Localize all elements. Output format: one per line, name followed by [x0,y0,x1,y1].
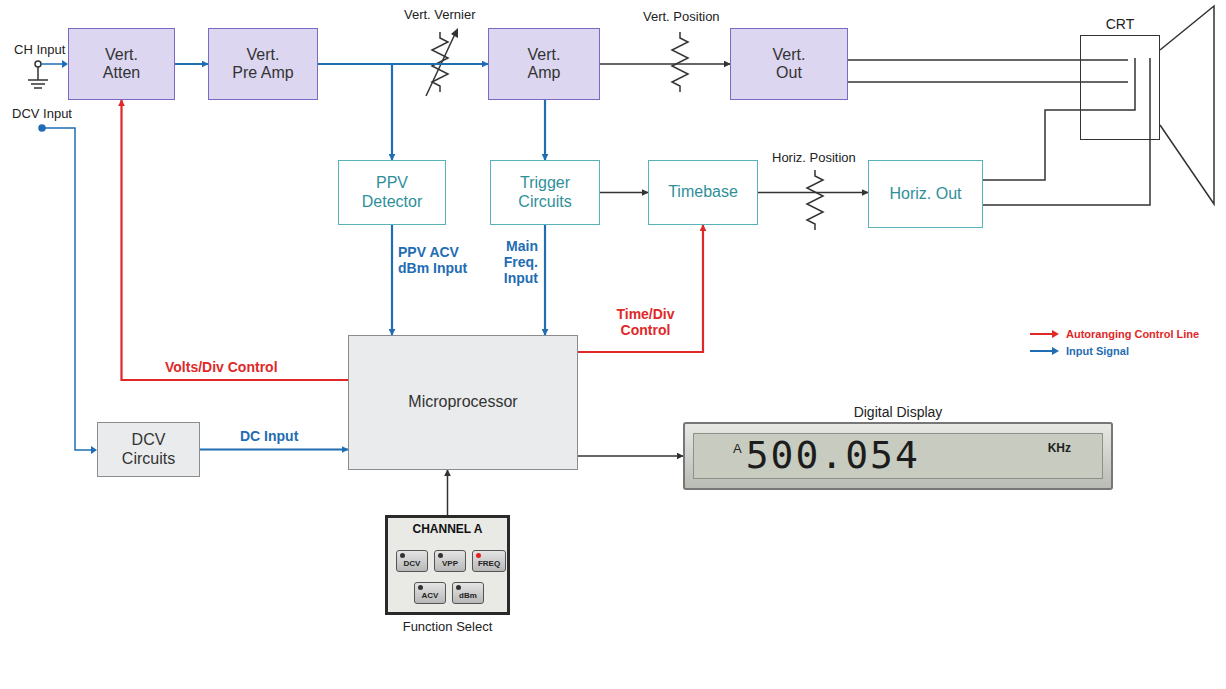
node-text: DCV Circuits [113,431,185,468]
node-text: Horiz. Out [890,185,962,203]
control-label: Vert. Position [643,9,720,24]
node-text: Vert. Atten [91,46,153,83]
signal-connector [848,59,1080,61]
crt-body: CRT [1080,35,1160,140]
node-text: ACV [422,591,439,600]
signal-connector [578,225,703,352]
signal-connector [544,100,546,160]
node-text: Vert. Out [758,46,820,83]
attenuator-box: Vert. Atten [68,28,175,100]
control-label: Horiz. Position [772,150,856,165]
signal-connector [200,448,348,450]
function-panel: CHANNEL AFunction SelectDCVVPPFREQACVdBm [385,515,510,615]
legend-text: Input Signal [1066,345,1129,358]
legend-text: Autoranging Control Line [1066,328,1199,341]
signal-label: Volts/Div Control [165,359,335,375]
signal-connector [447,470,449,515]
circuit-box: DCV Circuits [97,422,200,477]
control-label: Vert. Vernier [404,7,476,22]
signal-label: DC Input [240,428,320,444]
deflection-wire [983,100,1135,180]
resistor-symbol [432,32,448,92]
node-text: 500.054 [746,434,920,478]
potentiometer-symbol [672,32,688,92]
signal-connector [600,192,648,194]
input-label: DCV Input [12,106,72,121]
node-text: Function Select [403,620,493,635]
crt-screen [1160,6,1214,204]
node-text: Digital Display [854,404,943,420]
legend: Autoranging Control LineInput Signal [1030,328,1199,361]
node-text: KHz [1048,442,1071,456]
function-button: dBm [452,582,484,604]
function-button: FREQ [472,550,506,572]
output-box: Vert. Out [730,28,848,100]
node-text: Microprocessor [408,393,517,411]
legend-row: Input Signal [1030,345,1199,358]
node-text: A [733,442,742,457]
trigger-box: Trigger Circuits [490,160,600,225]
function-button: VPP [434,550,466,572]
preamp-box: Vert. Pre Amp [208,28,318,100]
node-text: DCV [404,559,421,568]
input-wire [41,63,62,65]
signal-label: Time/Div Control [598,306,693,338]
digital-display: Digital DisplayA500.054KHz [683,422,1113,490]
node-text: Vert. Amp [513,46,575,83]
output-box: Horiz. Out [868,160,983,228]
amplifier-box: Vert. Amp [488,28,600,100]
deflection-wire [848,81,1098,83]
detector-box: PPV Detector [338,160,446,225]
signal-connector [983,140,1150,205]
input-terminal [35,61,41,67]
node-text: FREQ [478,559,500,568]
processor-box: Microprocessor [348,335,578,470]
signal-connector [175,63,208,65]
node-text: CRT [1106,16,1135,32]
node-text: CHANNEL A [412,523,482,537]
ground-symbol [28,67,48,88]
signal-connector [122,100,349,380]
node-text: PPV Detector [356,174,428,211]
signal-connector [578,455,683,457]
vertical-plates [1080,60,1128,82]
legend-row: Autoranging Control Line [1030,328,1199,341]
legend-sample [1030,329,1060,339]
signal-label: Main Freq. Input [480,238,538,286]
function-button: DCV [396,550,428,572]
node-text: Timebase [668,183,738,201]
timebase-box: Timebase [648,160,758,225]
signal-connector [391,225,393,335]
potentiometer-symbol [807,170,823,230]
signal-connector [758,192,868,194]
node-text: dBm [459,591,477,600]
horizontal-plates [1135,58,1150,140]
input-label: CH Input [14,42,65,57]
legend-sample [1030,346,1060,356]
signal-label: PPV ACV dBm Input [398,244,476,276]
node-text: VPP [442,559,458,568]
node-text: Vert. Pre Amp [232,46,294,83]
function-button: ACV [414,582,446,604]
signal-connector [318,64,392,160]
input-wire [42,128,91,450]
signal-connector [544,225,546,335]
node-text: Trigger Circuits [509,174,581,211]
signal-connector [600,63,730,65]
